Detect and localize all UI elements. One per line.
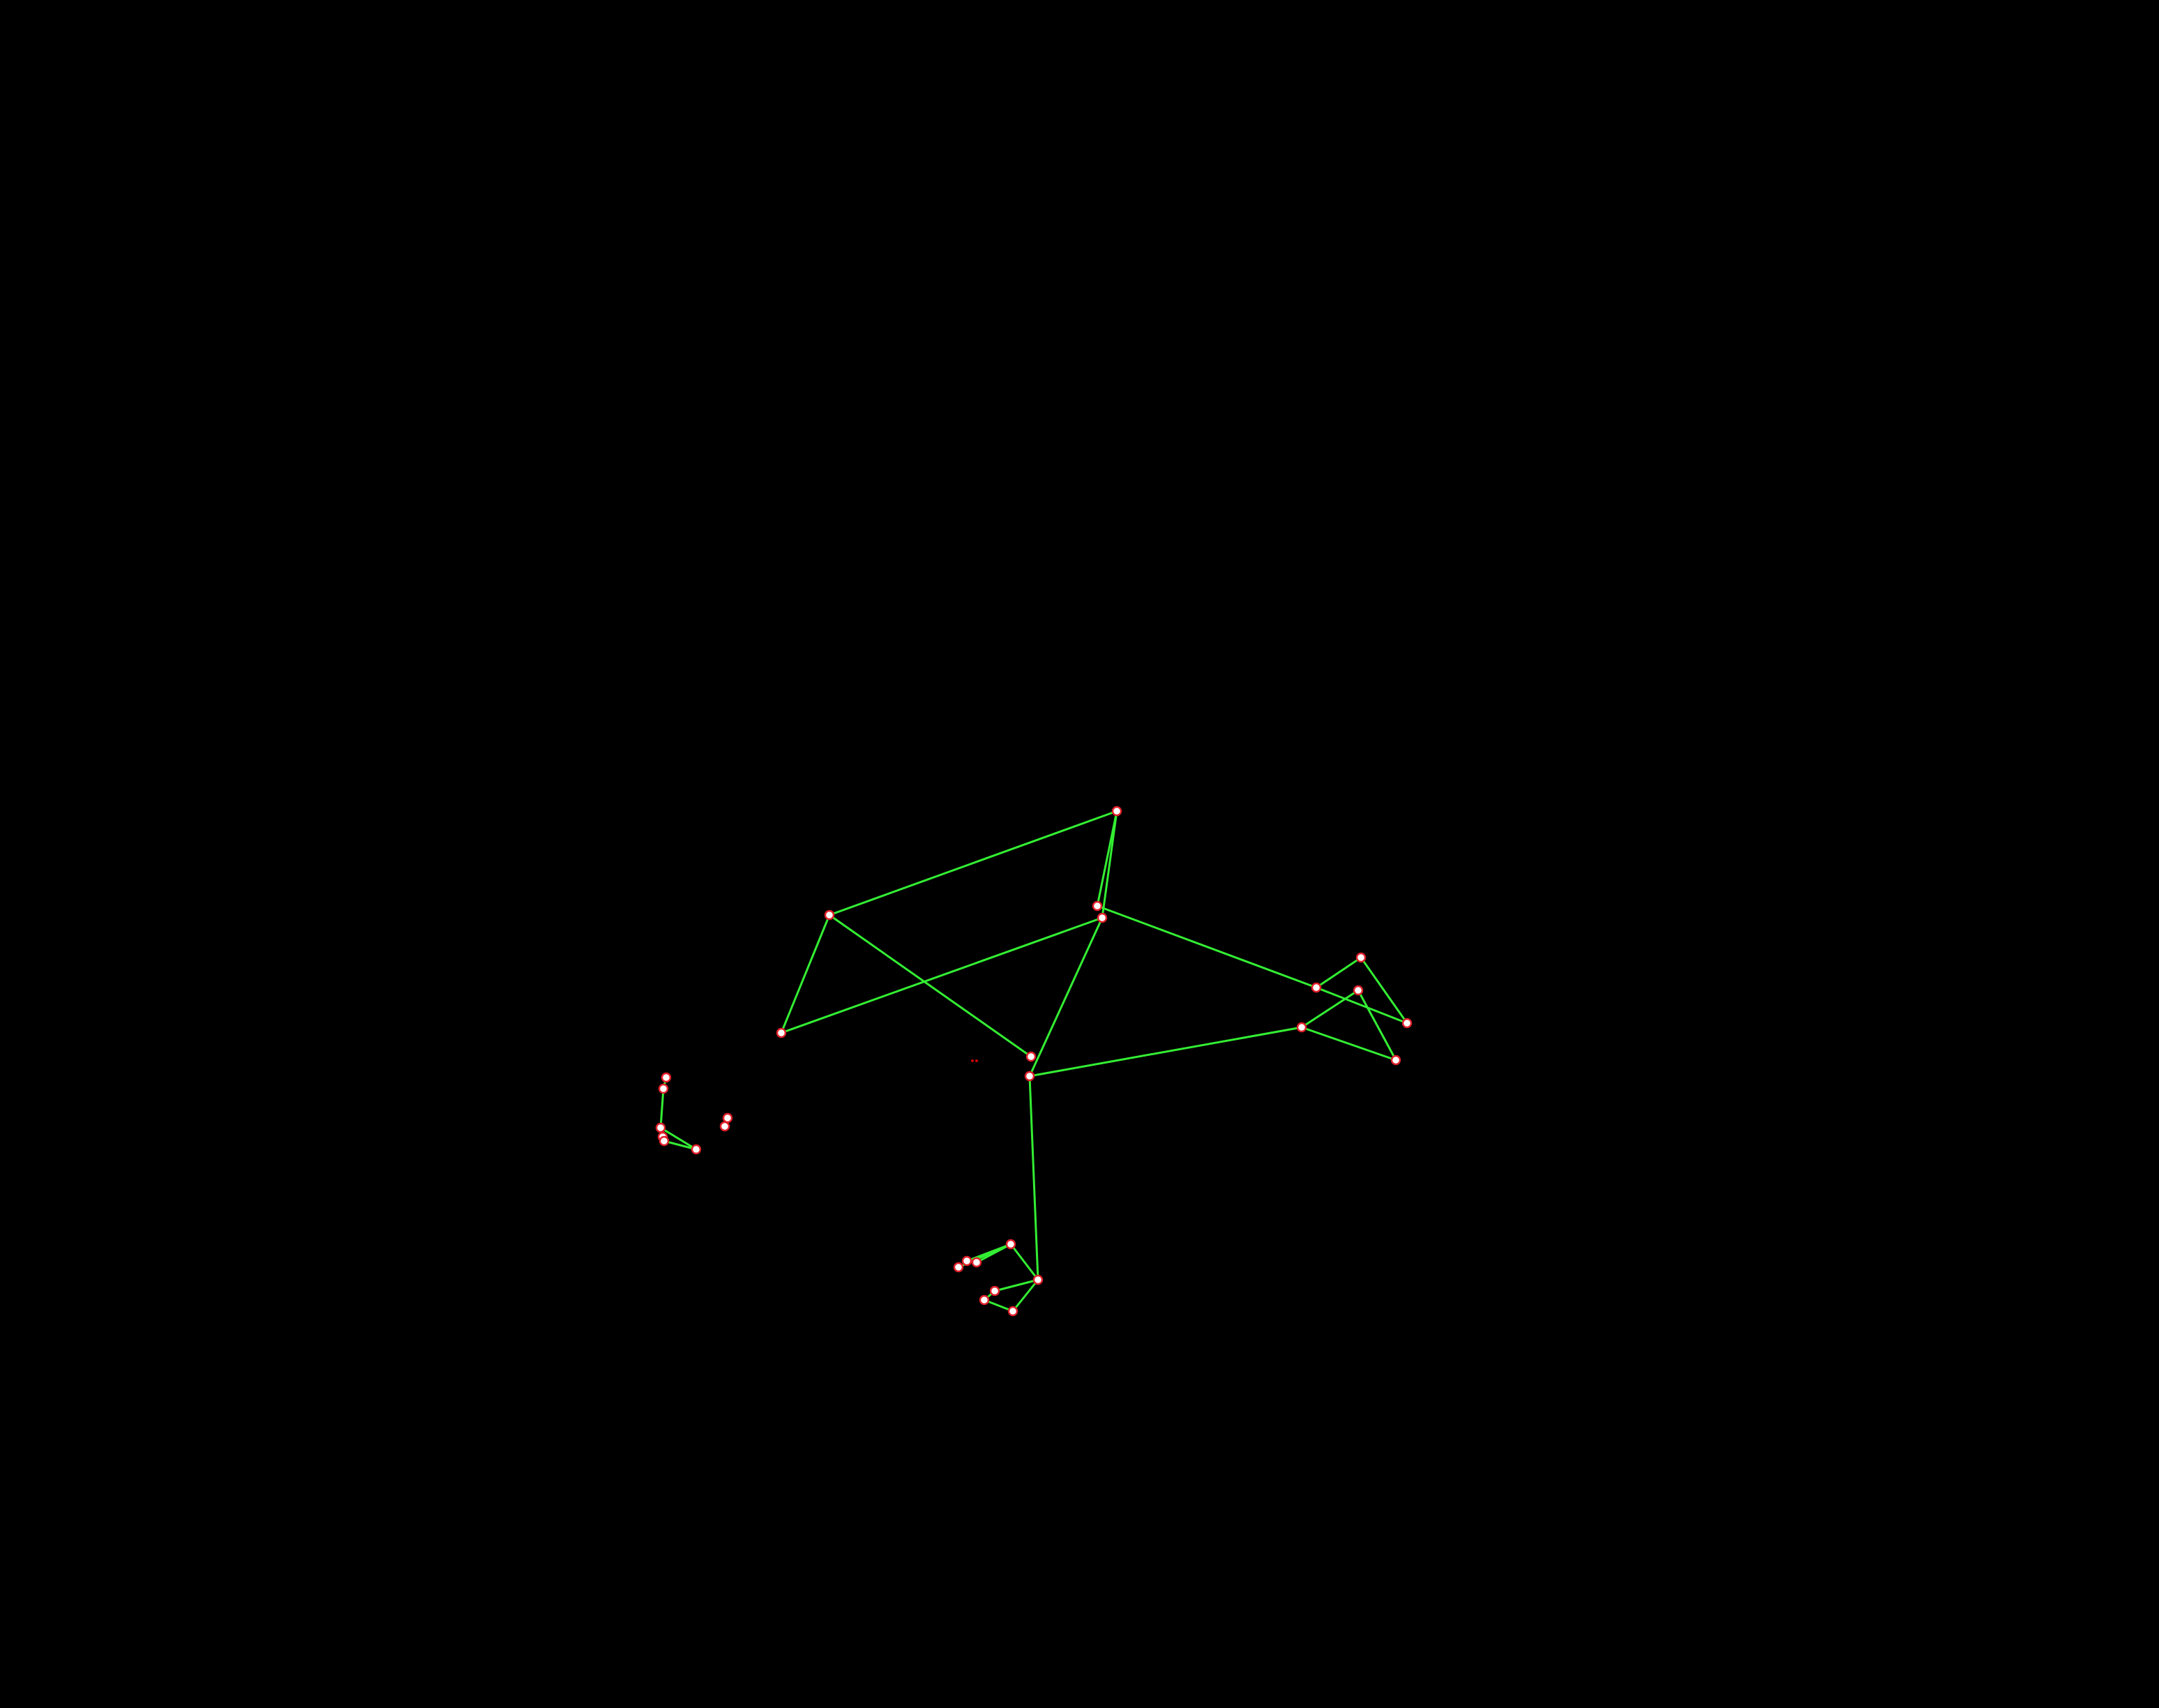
skeleton-edge-0-2: [780, 914, 831, 1034]
keypoint-6: [1024, 1071, 1035, 1082]
skeleton-edge-0-5: [828, 914, 1032, 1058]
keypoint-3: [1092, 900, 1103, 912]
joints-layer: [655, 806, 1413, 1317]
keypoint-22: [658, 1083, 669, 1094]
keypoint-25: [659, 1135, 670, 1147]
keypoint-21: [661, 1072, 672, 1083]
skeleton-edge-10-12: [1300, 1026, 1397, 1061]
skeleton-edge-13-14: [1009, 1243, 1039, 1281]
keypoint-4: [1097, 912, 1108, 923]
skeleton-edge-13-20: [1011, 1278, 1039, 1313]
keypoint-20: [1007, 1306, 1018, 1317]
keypoint-11: [1353, 985, 1364, 996]
keypoint-15: [961, 1255, 972, 1267]
keypoint-10: [1296, 1022, 1307, 1033]
keypoint-8: [1355, 952, 1367, 963]
skeleton-edge-2-4: [780, 916, 1104, 1034]
skeleton-edge-0-1: [828, 810, 1118, 916]
skeleton-edge-3-7: [1096, 905, 1318, 989]
skeleton-edge-19-20: [983, 1299, 1014, 1313]
marker-center: [971, 1059, 978, 1062]
keypoint-0: [824, 909, 835, 921]
skeleton-edge-7-8: [1315, 956, 1362, 989]
keypoint-12: [1390, 1055, 1401, 1066]
keypoint-14: [1005, 1239, 1016, 1250]
keypoint-26: [691, 1144, 702, 1155]
keypoint-16: [953, 1262, 964, 1273]
skeleton-edge-1-3: [1096, 810, 1118, 907]
skeleton-edge-13-18: [993, 1278, 1039, 1292]
keypoint-9: [1401, 1018, 1413, 1029]
skeleton-edge-6-13: [1028, 1075, 1039, 1281]
edges-layer: [659, 810, 1408, 1313]
keypoint-19: [979, 1294, 990, 1306]
skeleton-edge-10-11: [1300, 989, 1360, 1029]
skeleton-edge-25-26: [663, 1140, 698, 1151]
skeleton-edge-4-6: [1028, 916, 1104, 1078]
skeleton-edge-14-17: [975, 1243, 1012, 1264]
skeleton-edge-6-10: [1028, 1026, 1303, 1078]
keypoint-2: [776, 1027, 787, 1038]
skeleton-edge-1-4: [1101, 810, 1118, 919]
keypoint-7: [1311, 982, 1322, 993]
markers-layer: [971, 1059, 978, 1062]
skeleton-edge-7-9: [1315, 986, 1408, 1025]
keypoint-23: [655, 1122, 666, 1133]
keypoint-13: [1032, 1274, 1044, 1285]
skeleton-edge-22-23: [659, 1087, 665, 1129]
keypoint-1: [1111, 806, 1122, 817]
skeleton-edge-8-9: [1360, 956, 1408, 1025]
keypoint-18: [989, 1285, 1000, 1297]
keypoint-5: [1025, 1051, 1037, 1062]
keypoint-27: [722, 1112, 733, 1124]
keypoint-17: [971, 1257, 982, 1268]
skeleton-edge-23-26: [659, 1126, 698, 1151]
skeleton-edge-11-12: [1357, 989, 1397, 1061]
keypoint-28: [719, 1121, 730, 1132]
